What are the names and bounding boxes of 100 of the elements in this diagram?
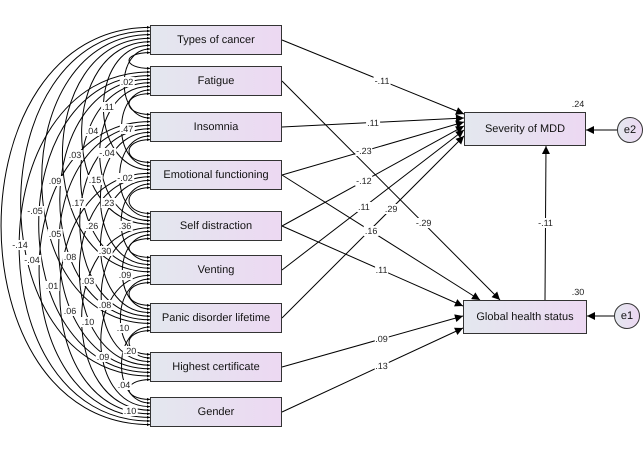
correlation-value: .15 [88,175,102,185]
path-coefficient: .13 [374,360,389,371]
covariance-arrow [121,326,150,404]
correlation-value: .02 [120,77,134,87]
covariance-arrow [99,85,150,222]
variable-name: e2 [624,124,636,136]
path-arrow [282,126,464,226]
covariance-arrow [59,78,150,321]
error-term-circle [614,303,640,329]
path-coefficient: -.23 [355,146,373,156]
covariance-arrow [128,51,150,70]
observed-variable-box [150,25,282,55]
covariance-arrow [100,179,150,314]
correlation-value: .09 [118,270,132,280]
correlation-value: .05 [48,229,62,239]
covariance-arrow [38,74,150,374]
correlation-value: .04 [84,126,100,136]
variable-name: Highest certificate [172,361,260,373]
covariance-arrow [128,92,150,116]
variable-name: Types of cancer [177,34,255,46]
variable-name: Gender [198,406,234,418]
variable-name: Panic disorder lifetime [162,312,270,324]
path-arrow [282,226,464,306]
observed-variable-box [150,160,282,190]
covariance-arrow [58,124,150,370]
covariance-arrow [128,138,150,164]
covariance-arrow [38,120,150,418]
path-arrow [542,146,550,300]
path-arrow [282,314,464,368]
variable-name: Venting [198,264,234,276]
path-arrow [282,114,464,128]
covariance-arrow [59,172,150,415]
covariance-arrow [124,48,150,119]
correlation-value: .03 [68,150,82,160]
path-arrow [586,126,618,134]
covariance-arrow [102,44,150,171]
path-arrow [586,312,614,320]
covariance-arrow [100,131,150,266]
r-squared-value: .30 [570,287,586,297]
observed-variable-box [150,211,282,241]
r-squared-value: .24 [570,99,586,109]
path-coefficient: -.11 [537,218,554,228]
correlation-value: -.05 [26,206,44,216]
path-arrow [282,136,464,318]
path-coefficient: -.11 [374,76,391,86]
covariance-arrow [128,378,150,401]
observed-variable-box [150,397,282,427]
correlation-value: .01 [44,281,60,291]
outcome-variable-box [463,300,587,334]
correlation-value: .10 [80,317,96,327]
error-term-circle [617,117,643,143]
correlation-value: .47 [120,124,134,134]
observed-variable-box [150,255,282,285]
correlation-value: .06 [62,306,78,316]
covariance-arrow [128,329,150,356]
correlation-value: .36 [118,221,132,231]
path-arrow [282,40,464,115]
covariance-arrow [78,176,150,366]
path-arrow [282,328,464,412]
observed-variable-box [150,112,282,142]
path-coefficient: .11 [356,202,371,212]
covariance-arrow [119,135,150,218]
covariance-arrow [128,237,150,259]
correlation-value: .10 [116,323,130,333]
covariance-arrow [100,230,150,363]
path-coefficient: .11 [374,265,388,275]
path-arrow [282,80,500,300]
correlation-value: .26 [84,221,100,231]
observed-variable-box [150,303,282,333]
correlation-value: .23 [100,198,116,208]
observed-variable-box [150,66,282,96]
observed-variable-box [150,352,282,382]
outcome-variable-box [464,112,586,146]
covariance-arrow [81,226,150,412]
path-arrow [282,120,464,176]
covariance-arrow [128,186,150,215]
correlation-value: .03 [80,276,96,286]
covariance-arrow [128,281,150,307]
correlation-value: -.14 [11,240,29,250]
correlation-value: .09 [48,176,62,186]
covariance-arrow [81,40,150,226]
variable-name: e1 [620,310,634,322]
variable-name: Severity of MDD [484,123,566,135]
covariance-arrow [80,82,150,270]
correlation-value: .04 [116,380,132,390]
covariance-arrow [20,30,150,377]
path-arrow [282,174,480,300]
variable-name: Emotional functioning [163,169,269,181]
path-arrow [282,130,464,270]
path-coefficient: .09 [374,334,389,344]
covariance-arrow [120,183,150,262]
correlation-value: .09 [96,352,110,362]
variable-name: Global health status [476,311,574,323]
covariance-arrow [79,128,150,318]
path-coefficient: .29 [384,204,398,214]
correlation-value: -.04 [98,148,116,158]
covariance-arrow [18,71,150,422]
covariance-arrow [121,89,150,167]
covariance-arrow [0,26,150,426]
covariance-arrow [62,37,150,273]
